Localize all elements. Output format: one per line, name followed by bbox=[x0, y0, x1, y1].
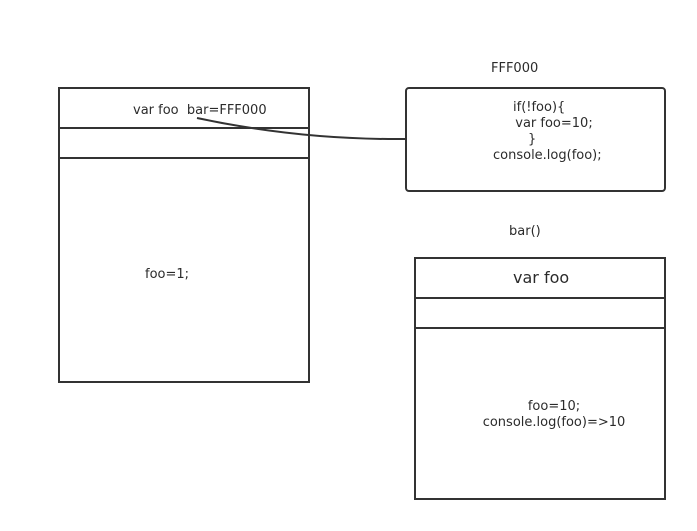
function-address-label: FFF000 bbox=[491, 61, 539, 76]
global-declaration-text: var foo bar=FFF000 bbox=[133, 103, 267, 118]
global-body-code: foo=1; bbox=[145, 267, 190, 282]
function-code-line-2: var foo=10; bbox=[507, 116, 593, 131]
global-scope-divider-2 bbox=[58, 157, 310, 159]
bar-scope-title: bar() bbox=[509, 224, 541, 239]
bar-body-line-2: console.log(foo)=>10 bbox=[482, 415, 626, 430]
function-code-line-4: console.log(foo); bbox=[493, 148, 602, 163]
global-scope-divider-1 bbox=[58, 127, 310, 129]
function-object-box bbox=[405, 87, 666, 192]
function-code-line-1: if(!foo){ bbox=[513, 100, 566, 115]
function-code-line-3: } bbox=[495, 132, 537, 147]
bar-scope-box bbox=[414, 257, 666, 500]
global-scope-box bbox=[58, 87, 310, 383]
bar-scope-divider-1 bbox=[414, 297, 666, 299]
bar-body-line-1: foo=10; bbox=[527, 399, 581, 414]
bar-declaration-text: var foo bbox=[513, 268, 570, 287]
bar-scope-divider-2 bbox=[414, 327, 666, 329]
